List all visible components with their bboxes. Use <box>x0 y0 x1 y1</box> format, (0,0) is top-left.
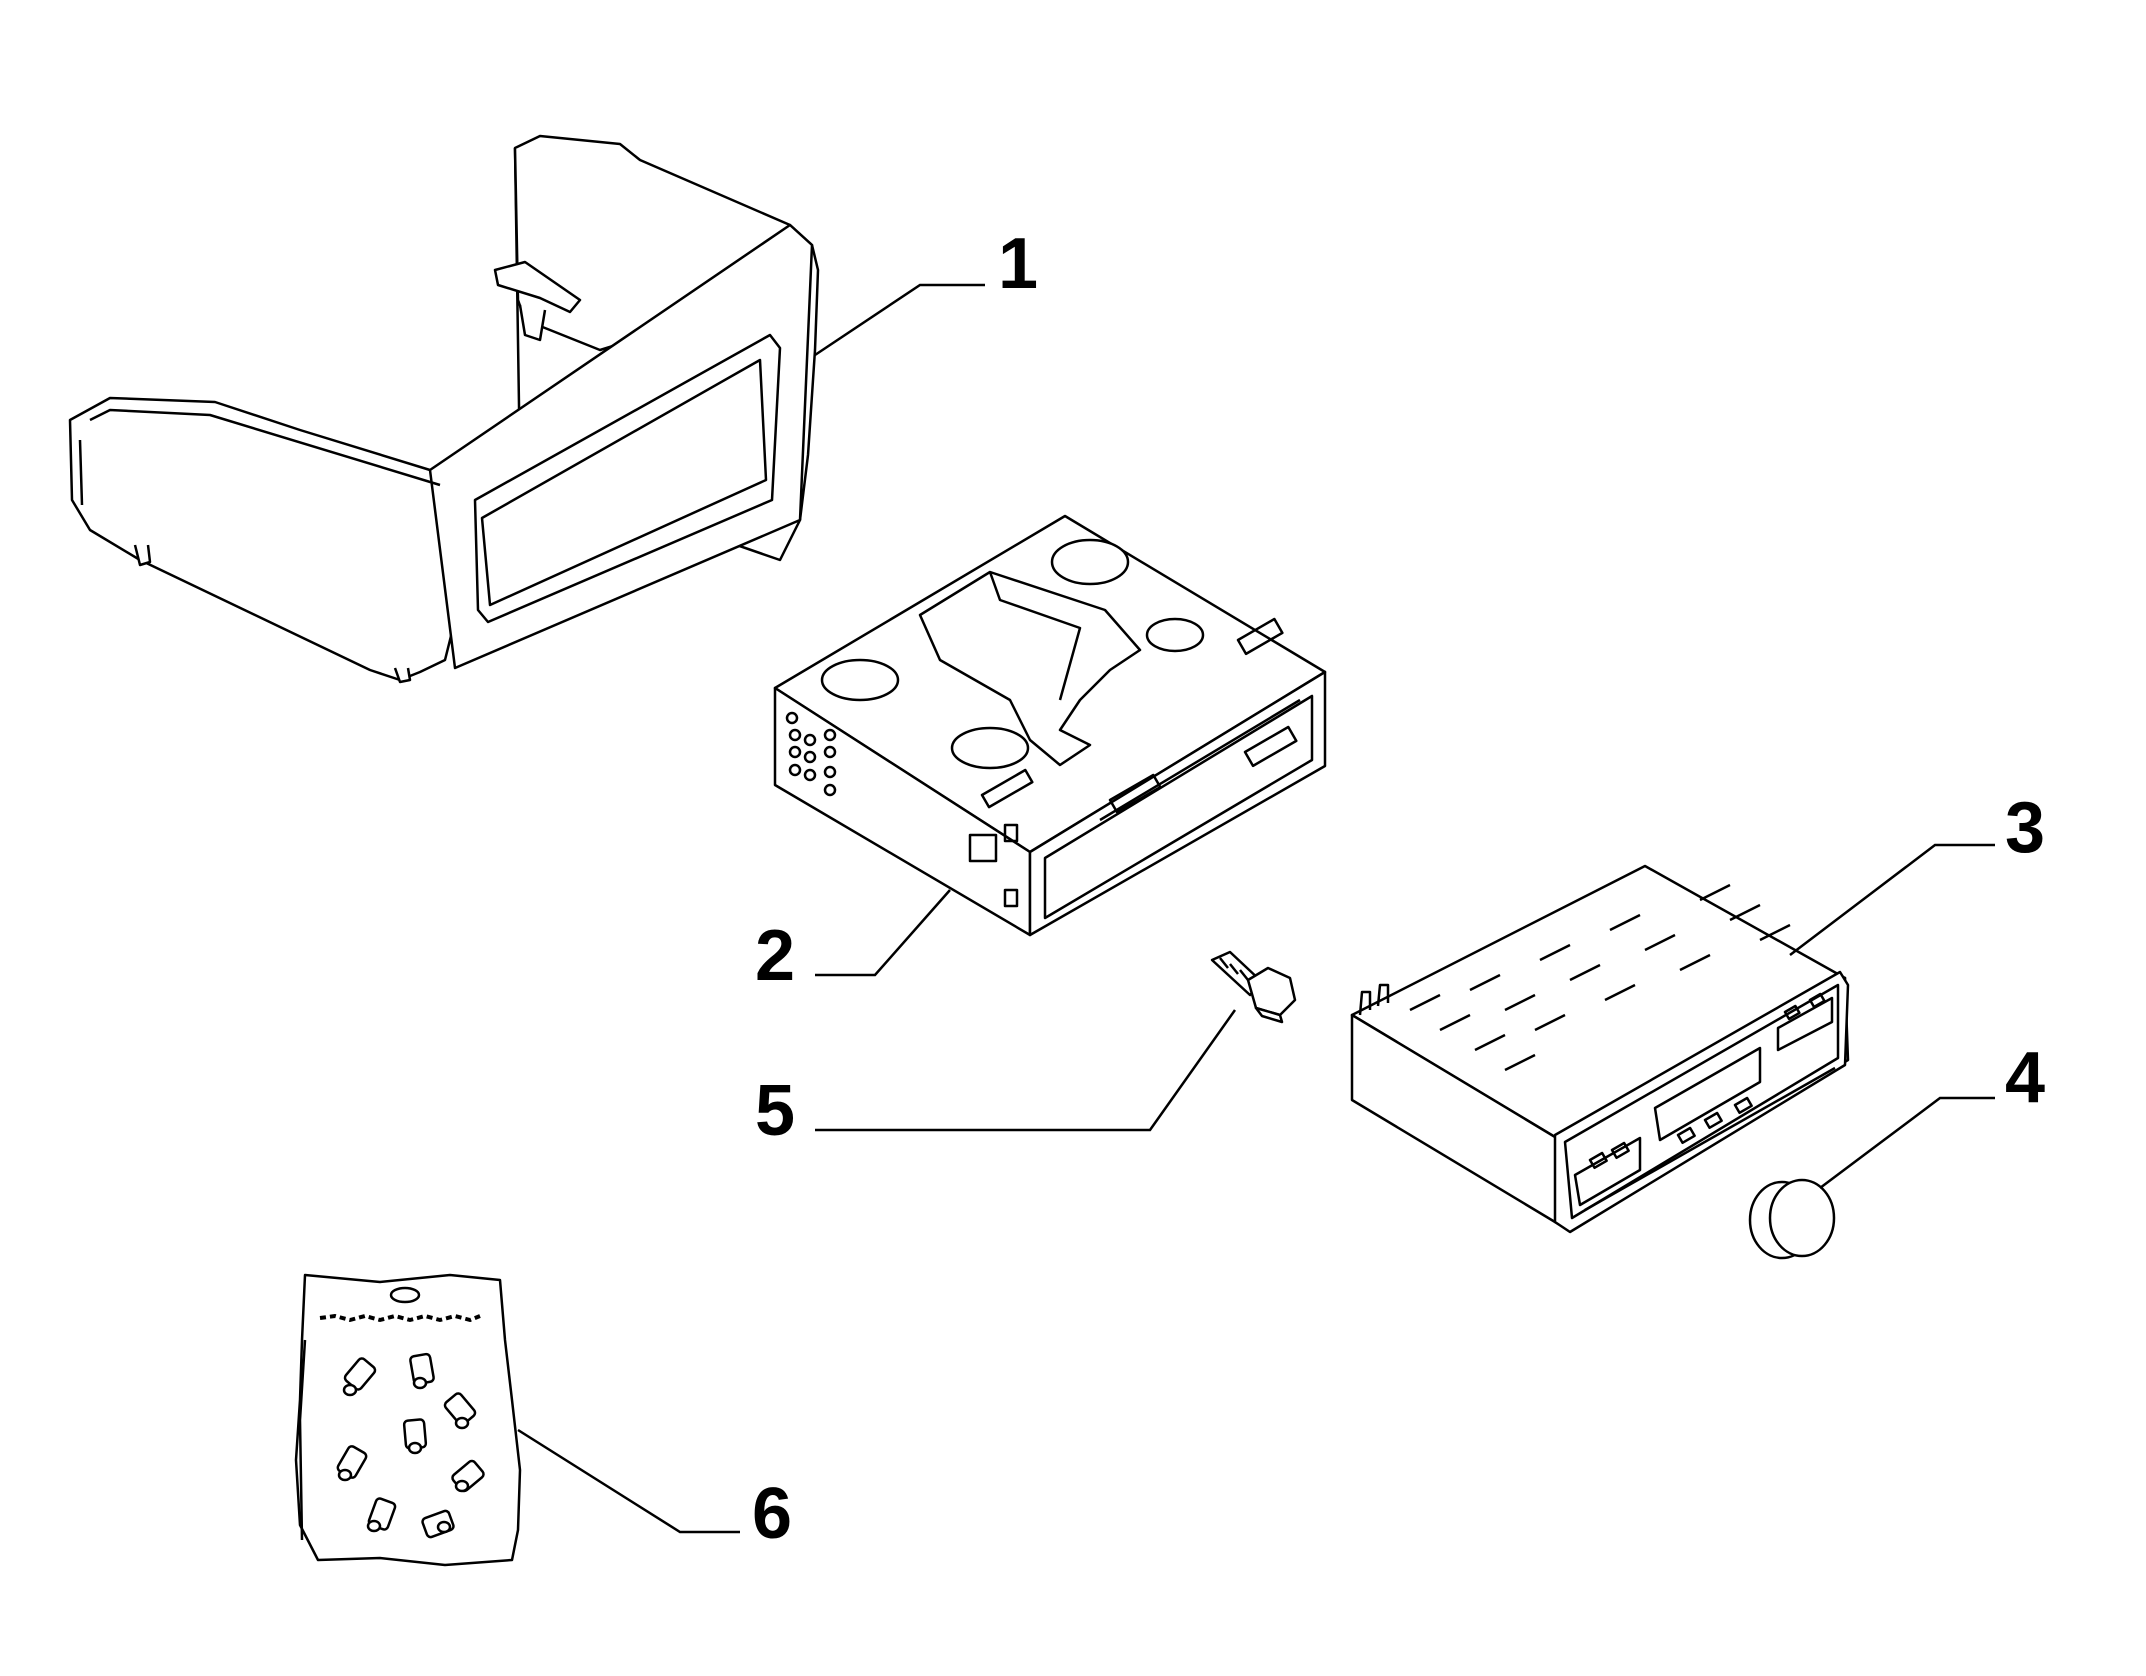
callout-1: 1 <box>998 224 1038 304</box>
part-1-trim-frame <box>70 136 818 682</box>
spacer-4 <box>404 1419 426 1453</box>
spacer-2 <box>410 1353 435 1388</box>
spacer-5 <box>336 1445 367 1480</box>
spacer-8 <box>421 1510 454 1538</box>
callout-6: 6 <box>752 1474 792 1554</box>
callout-4: 4 <box>2005 1038 2045 1118</box>
part-4-knob-cap <box>1750 1180 1834 1258</box>
leader-line-2 <box>815 889 951 977</box>
spacer-3 <box>443 1392 476 1428</box>
spacer-7 <box>368 1497 396 1531</box>
callout-2: 2 <box>755 916 795 996</box>
part-6-spacer-kit-bag <box>296 1275 520 1565</box>
leader-line-6 <box>517 1428 740 1534</box>
spacer-1 <box>343 1357 376 1395</box>
leader-line-4 <box>1819 1096 1995 1189</box>
leader-line-1 <box>814 283 985 357</box>
callout-5: 5 <box>755 1071 795 1151</box>
leader-line-3 <box>1789 843 1995 956</box>
part-2-mounting-cage <box>775 516 1325 935</box>
spacer-6 <box>451 1459 485 1492</box>
leader-line-5 <box>815 1009 1237 1132</box>
part-5-screw <box>1212 952 1295 1022</box>
part-3-radio-unit <box>1352 866 1848 1232</box>
callout-3: 3 <box>2005 788 2045 868</box>
